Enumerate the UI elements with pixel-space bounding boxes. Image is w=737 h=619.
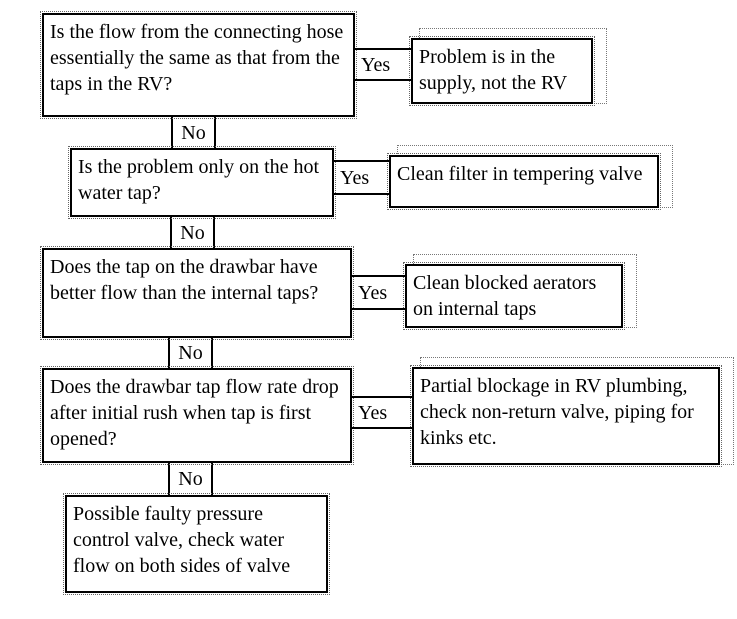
no-label-2: No [180, 221, 205, 244]
question-box-4: Does the drawbar tap flow rate drop afte… [40, 366, 354, 465]
no-label-3: No [178, 342, 203, 364]
no-label-4: No [178, 468, 203, 490]
no-connector-4: No [168, 461, 213, 497]
yes-label-1: Yes [361, 53, 391, 76]
terminal-box: Possible faulty pressure control valve, … [63, 493, 330, 595]
question-box-3: Does the tap on the drawbar have better … [40, 246, 354, 340]
question-box-1: Is the flow from the connecting hose ess… [40, 11, 357, 119]
result-box-2: Clean filter in tempering valve [387, 153, 661, 210]
yes-connector-4: Yes [350, 396, 414, 429]
no-label-1: No [181, 121, 206, 144]
yes-label-2: Yes [340, 166, 370, 189]
no-connector-2: No [170, 215, 215, 250]
question-box-2: Is the problem only on the hot water tap… [68, 146, 336, 219]
result-box-3: Clean blocked aerators on internal taps [403, 262, 625, 330]
yes-label-4: Yes [358, 401, 388, 424]
yes-connector-3: Yes [350, 275, 407, 310]
yes-connector-1: Yes [353, 48, 413, 81]
yes-connector-2: Yes [332, 160, 391, 195]
no-connector-3: No [168, 336, 213, 370]
no-connector-1: No [171, 115, 216, 150]
result-box-4: Partial blockage in RV plumbing, check n… [410, 365, 722, 467]
yes-label-3: Yes [358, 281, 388, 304]
result-box-1: Problem is in the supply, not the RV [409, 36, 595, 106]
